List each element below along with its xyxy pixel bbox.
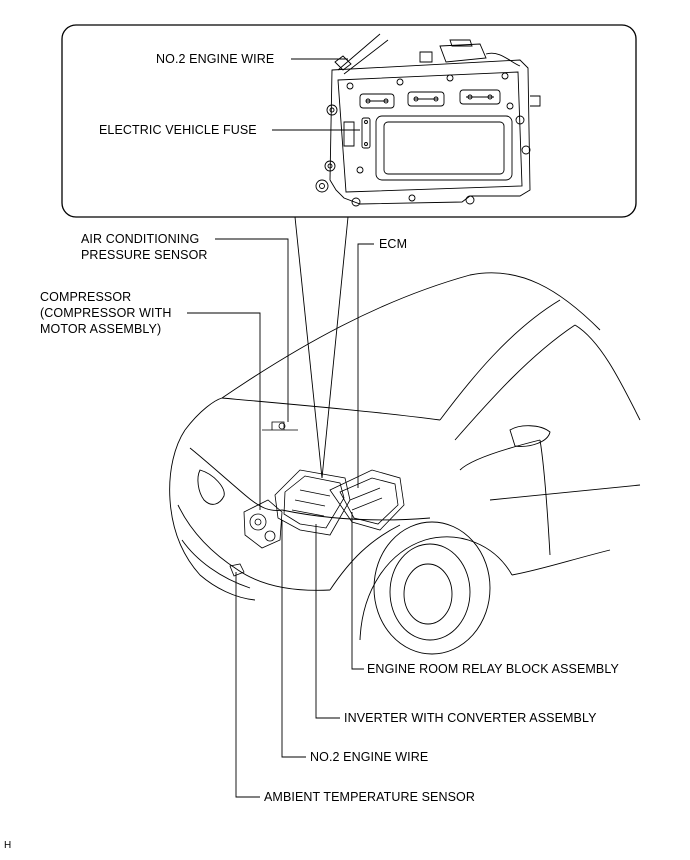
detail-callout-box [61,24,637,218]
figure-code: H [4,840,12,851]
label-compressor-line1: COMPRESSOR [40,290,132,304]
label-ecm: ECM [379,237,408,251]
inverter-detail-drawing [315,33,541,207]
label-compressor-line2: (COMPRESSOR WITH [40,306,172,320]
label-air-conditioning-pressure-sensor-line2: PRESSURE SENSOR [81,248,208,262]
label-ambient-temperature-sensor: AMBIENT TEMPERATURE SENSOR [264,790,475,804]
engine-room-components [229,421,405,577]
label-electric-vehicle-fuse: ELECTRIC VEHICLE FUSE [99,123,257,137]
leader-lines [187,58,374,798]
label-compressor-line3: MOTOR ASSEMBLY) [40,322,162,336]
label-no2-engine-wire-bottom: NO.2 ENGINE WIRE [310,750,429,764]
label-air-conditioning-pressure-sensor-line1: AIR CONDITIONING [81,232,200,246]
label-inverter-with-converter-assembly: INVERTER WITH CONVERTER ASSEMBLY [344,711,597,725]
vehicle-outline [169,272,641,655]
label-engine-room-relay-block-assembly: ENGINE ROOM RELAY BLOCK ASSEMBLY [367,662,619,676]
label-no2-engine-wire-top: NO.2 ENGINE WIRE [156,52,275,66]
